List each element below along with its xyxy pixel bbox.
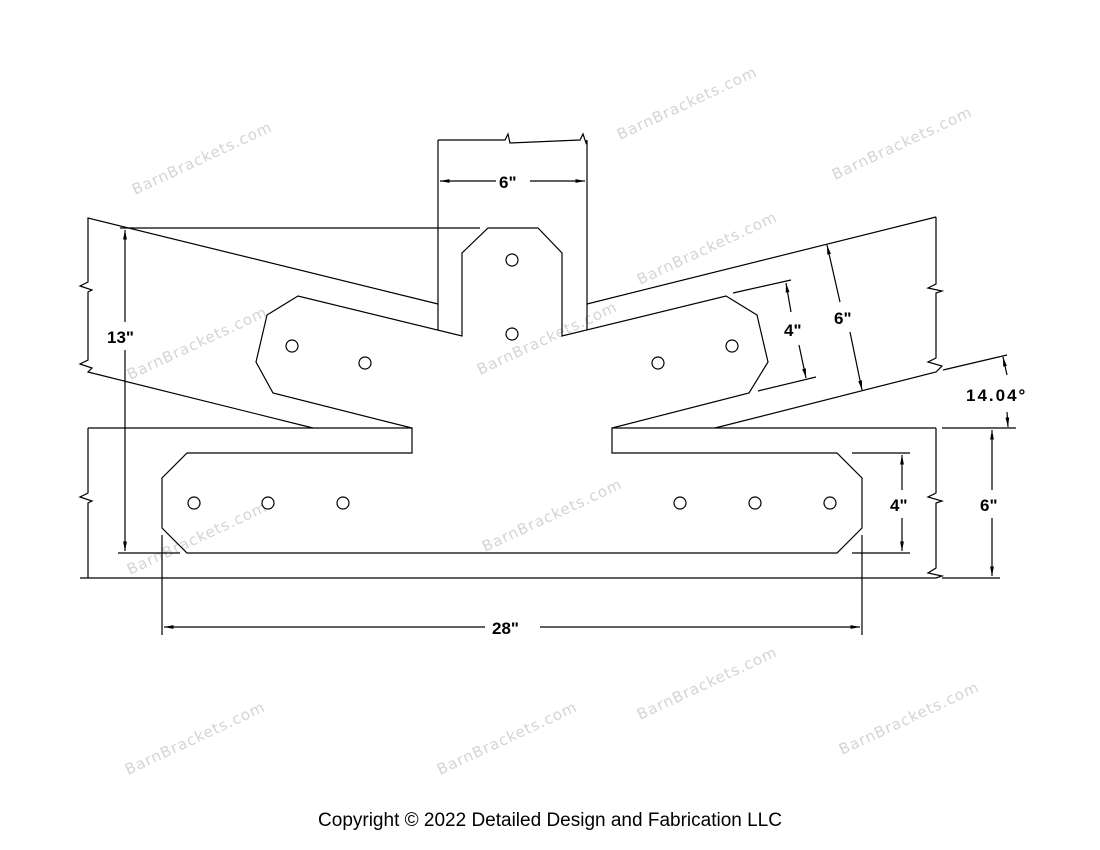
dim-rafter-depth: 6" bbox=[834, 309, 852, 328]
watermark: BarnBrackets.com bbox=[614, 63, 760, 144]
bolt-hole bbox=[187, 496, 201, 510]
watermark: BarnBrackets.com bbox=[434, 698, 580, 779]
watermark: BarnBrackets.com bbox=[124, 303, 270, 384]
bolt-hole bbox=[505, 327, 519, 341]
bolt-hole bbox=[725, 339, 739, 353]
bolt-holes bbox=[187, 253, 837, 510]
bolt-hole bbox=[336, 496, 350, 510]
watermark: BarnBrackets.com bbox=[122, 698, 268, 779]
bolt-hole bbox=[673, 496, 687, 510]
watermark: BarnBrackets.com bbox=[829, 103, 975, 184]
watermarks: BarnBrackets.com BarnBrackets.com BarnBr… bbox=[122, 63, 982, 779]
bolt-hole bbox=[651, 356, 665, 370]
dim-roof-angle: 14.04° bbox=[966, 386, 1027, 405]
bolt-hole bbox=[285, 339, 299, 353]
right-rafter bbox=[586, 216, 1008, 429]
watermark: BarnBrackets.com bbox=[129, 118, 275, 199]
watermark: BarnBrackets.com bbox=[479, 475, 625, 556]
watermark: BarnBrackets.com bbox=[634, 643, 780, 724]
bracket-plate bbox=[161, 227, 863, 554]
bolt-hole bbox=[505, 253, 519, 267]
bolt-hole bbox=[261, 496, 275, 510]
beam bbox=[78, 427, 1016, 579]
dim-beam-depth: 6" bbox=[980, 496, 998, 515]
bolt-hole bbox=[823, 496, 837, 510]
bolt-hole bbox=[358, 356, 372, 370]
bolt-hole bbox=[748, 496, 762, 510]
watermark: BarnBrackets.com bbox=[836, 678, 982, 759]
watermark: BarnBrackets.com bbox=[124, 498, 270, 579]
watermark: BarnBrackets.com bbox=[474, 298, 620, 379]
dim-post-width: 6" bbox=[499, 173, 517, 192]
dim-overall-height: 13" bbox=[107, 328, 134, 347]
left-rafter bbox=[78, 217, 480, 429]
watermark: BarnBrackets.com bbox=[634, 208, 780, 289]
dimension-lines bbox=[118, 179, 1010, 635]
copyright-notice: Copyright © 2022 Detailed Design and Fab… bbox=[318, 810, 782, 831]
dim-rafter-plate-width: 4" bbox=[784, 321, 802, 340]
dim-beam-plate-width: 4" bbox=[890, 496, 908, 515]
dim-bracket-length: 28" bbox=[492, 619, 519, 638]
post bbox=[437, 132, 588, 330]
